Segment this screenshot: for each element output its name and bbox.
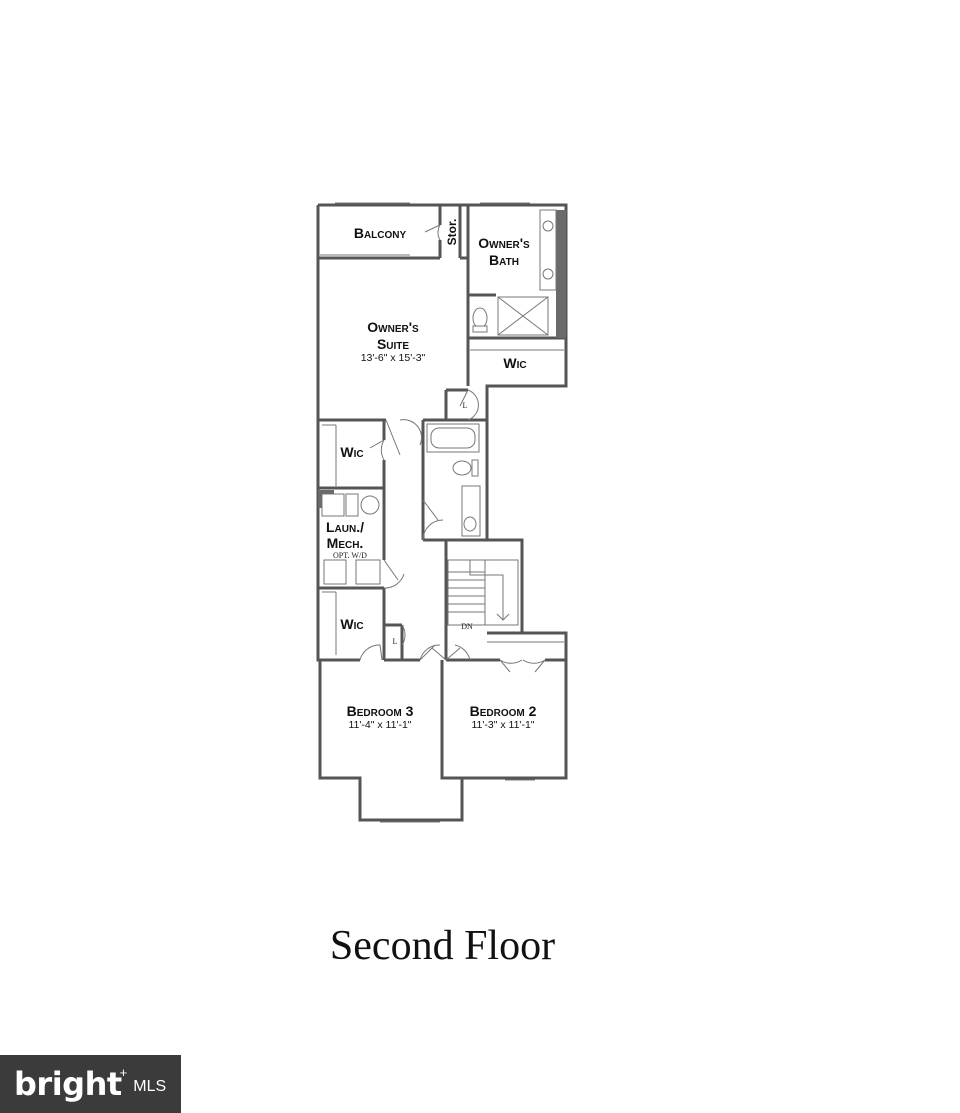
interior-walls: [318, 205, 566, 662]
bright-mls-logo: bright + MLS: [0, 1055, 181, 1113]
owners-wic-label: Wic: [503, 355, 526, 371]
bedroom2-dimensions: 11'-3" x 11'-1": [471, 719, 534, 731]
owners-bath-label-2: Bath: [489, 252, 519, 268]
laundry-label-2: Mech.: [327, 535, 364, 551]
windows: [320, 202, 535, 823]
fixtures: [318, 209, 566, 585]
floor-title: Second Floor: [329, 923, 556, 969]
linen-closet-label-1: L: [463, 401, 468, 410]
bedroom3-label: Bedroom 3: [347, 703, 414, 719]
staircase: [447, 559, 519, 626]
doors: [359, 224, 546, 673]
storage-label: Stor.: [445, 219, 459, 246]
owners-suite-dimensions: 13'-6" x 15'-3": [361, 352, 426, 364]
logo-plus-icon: +: [119, 1064, 128, 1080]
room-labels: Balcony Stor. Owner's Bath Owner's Suite…: [326, 219, 537, 731]
owners-bath-label-1: Owner's: [478, 235, 530, 251]
upper-wic-label: Wic: [340, 444, 363, 460]
closet-shelves: [322, 349, 564, 655]
lower-wic-label: Wic: [340, 616, 363, 632]
logo-mls-text: MLS: [133, 1078, 167, 1095]
laundry-note: OPT. W/D: [333, 551, 367, 560]
stairs-down-label: DN: [461, 622, 473, 631]
balcony-label: Balcony: [354, 225, 407, 241]
owners-suite-label-1: Owner's: [367, 319, 419, 335]
owners-suite-label-2: Suite: [377, 336, 409, 352]
logo-brand-text: bright: [14, 1065, 122, 1103]
bedroom3-dimensions: 11'-4" x 11'-1": [348, 719, 411, 731]
bedroom2-label: Bedroom 2: [470, 703, 537, 719]
laundry-label-1: Laun./: [326, 519, 364, 535]
linen-closet-label-2: L: [393, 637, 398, 646]
